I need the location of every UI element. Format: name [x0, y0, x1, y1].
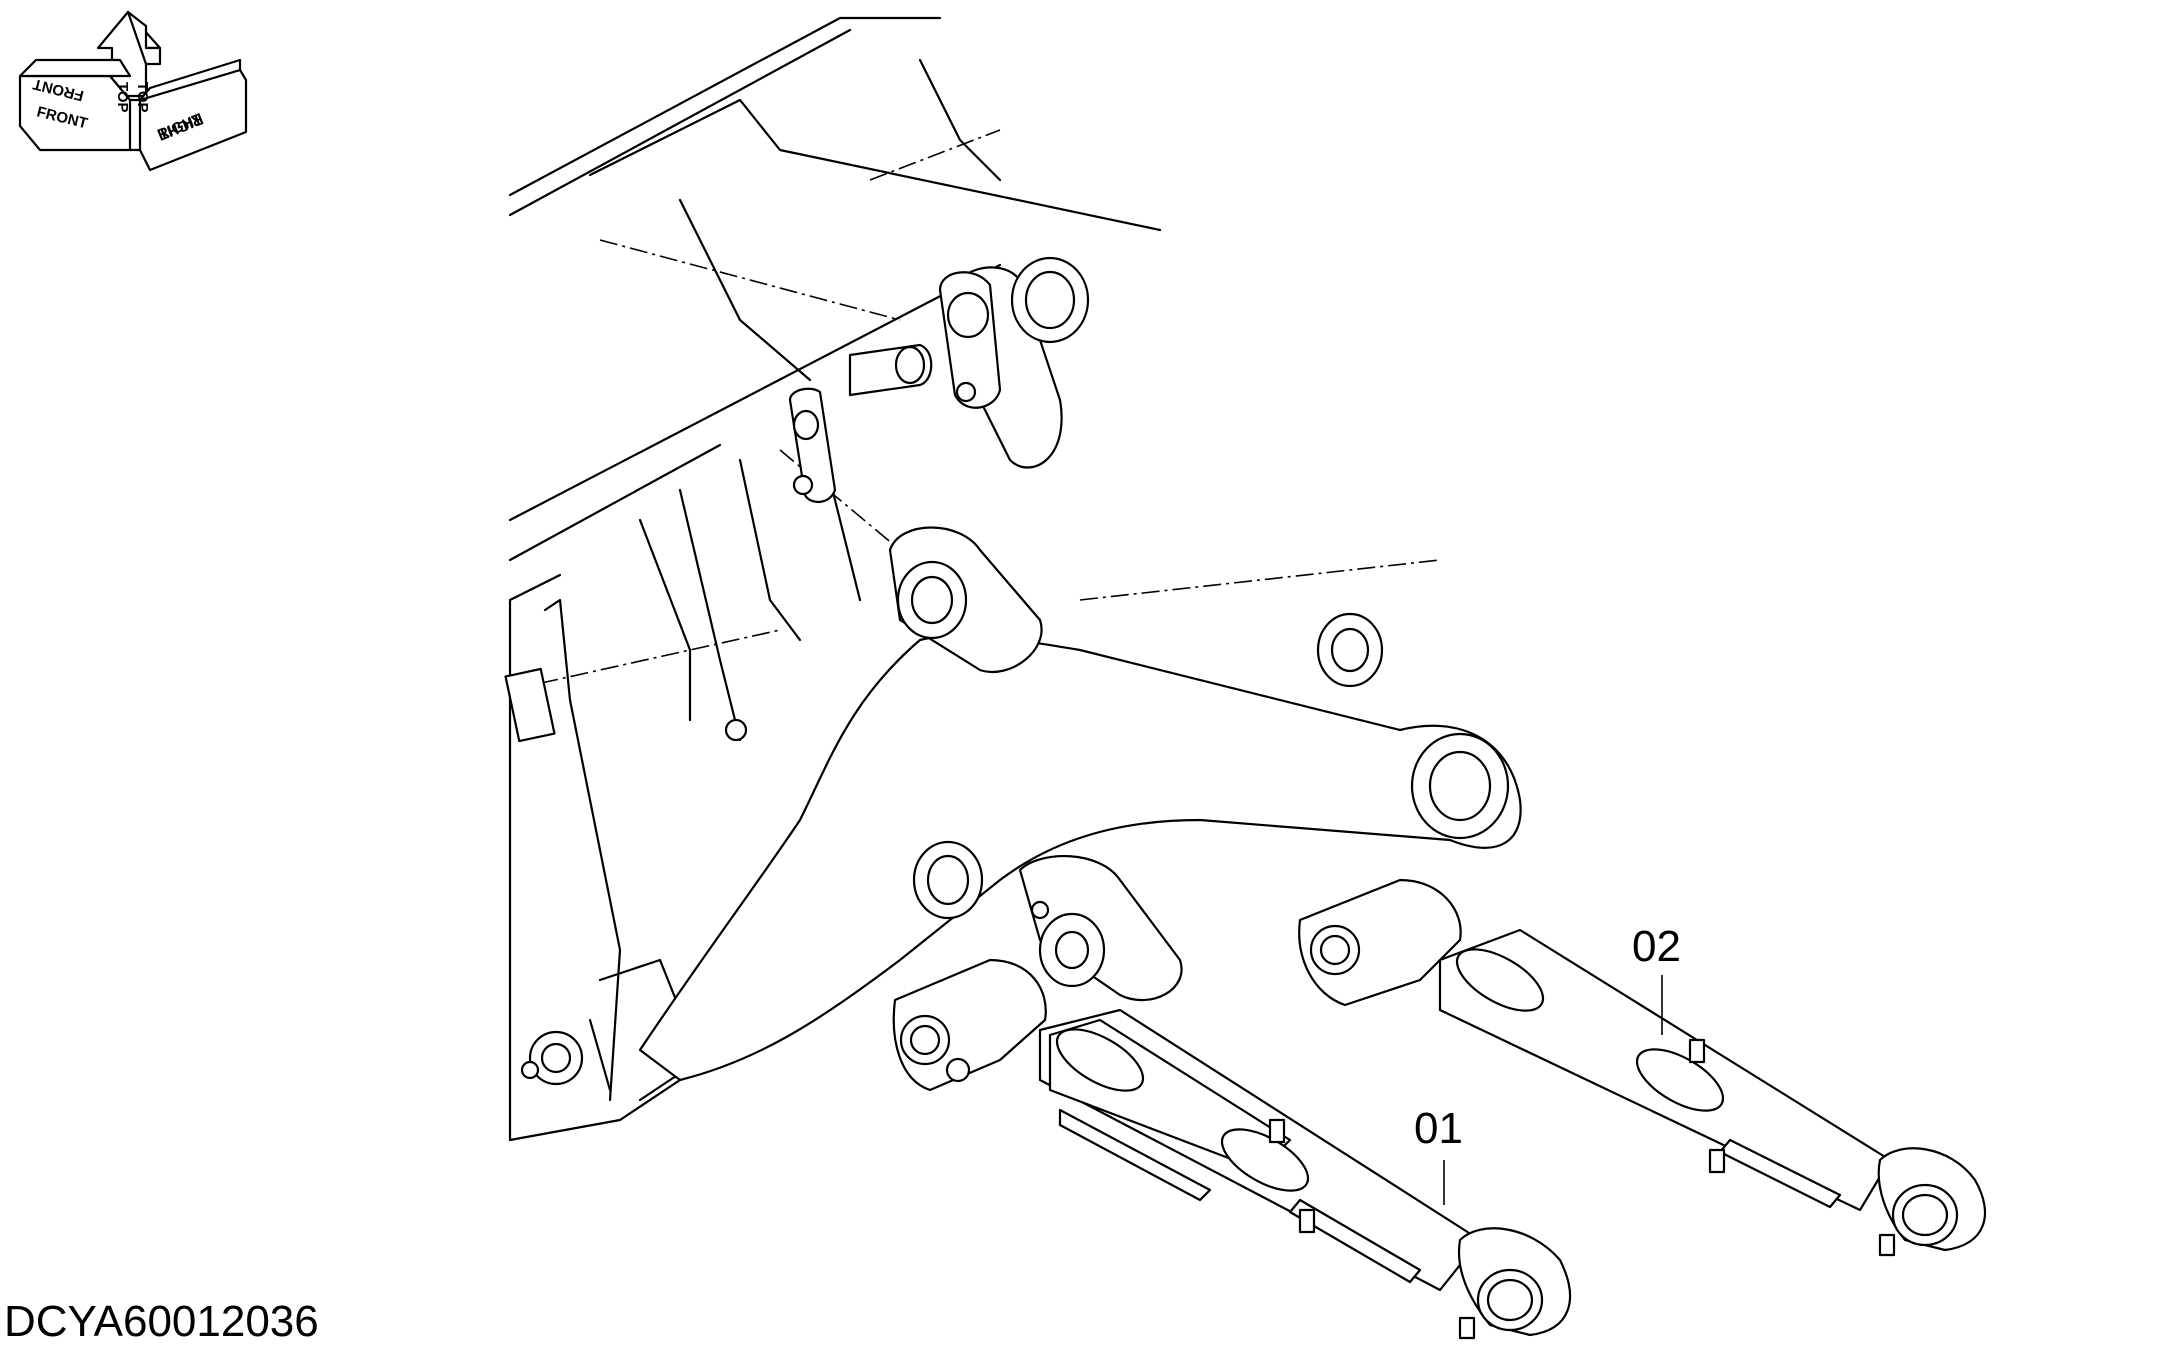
callout-01: 01 [1414, 1104, 1463, 1153]
cylinder-01 [892, 958, 1572, 1340]
top-label: TOP [114, 82, 131, 113]
callout-02: 02 [1632, 922, 1681, 971]
top-label-2: TOP [134, 82, 151, 113]
upper-link-assembly [788, 256, 1090, 503]
lift-arm [520, 526, 1522, 1086]
orientation-compass-icon: FRONT FRONT TOP TOP RIGHT RIGHT [18, 10, 248, 172]
drawing-id-label: DCYA60012036 [4, 1297, 319, 1346]
lower-pivot-assembly [912, 840, 1183, 1002]
cylinder-02 [1298, 878, 1987, 1257]
